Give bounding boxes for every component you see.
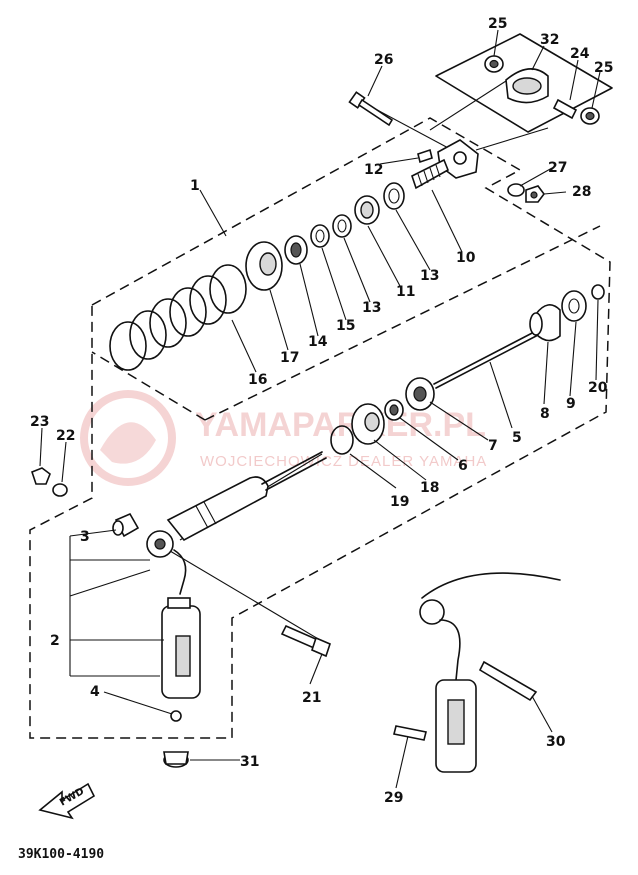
part-4-screw (170, 710, 182, 722)
part-22-washer (52, 483, 68, 497)
label-part-5: 5 (512, 430, 522, 446)
part-5-rod (433, 329, 541, 389)
label-part-9: 9 (566, 396, 576, 412)
label-part-13b: 13 (362, 300, 381, 316)
part-30-band (478, 660, 538, 702)
shock-body (146, 451, 327, 595)
label-part-27: 27 (548, 160, 567, 176)
label-part-19: 19 (390, 494, 409, 510)
label-part-15: 15 (336, 318, 355, 334)
label-part-4: 4 (90, 684, 100, 700)
part-13-ring-upper (383, 182, 405, 210)
part-29-pad (393, 725, 427, 741)
part-20-nut (591, 284, 605, 300)
label-part-1: 1 (190, 178, 200, 194)
part-26-bolt (348, 91, 394, 127)
label-part-11: 11 (396, 284, 415, 300)
label-part-25a: 25 (488, 16, 507, 32)
part-16-spring (109, 264, 247, 371)
label-part-21: 21 (302, 690, 321, 706)
part-19-o-ring (330, 425, 354, 455)
label-part-30: 30 (546, 734, 566, 750)
part-25-collars (484, 55, 600, 125)
label-part-12: 12 (364, 162, 383, 178)
guide-lines (164, 71, 549, 641)
assembly-outline (29, 117, 611, 739)
watermark-title: YAMAPARKER.PL (195, 406, 486, 444)
part-32-bracket (505, 68, 549, 104)
fwd-arrow-icon: FWD (38, 782, 96, 820)
part-18-seal (351, 403, 385, 445)
part-17-spring-seat (245, 241, 283, 291)
label-part-32: 32 (540, 32, 559, 48)
label-part-23: 23 (30, 414, 49, 430)
part-13-ring-lower (332, 214, 352, 238)
part-8-bump-stop (529, 304, 561, 342)
label-part-24: 24 (570, 46, 590, 62)
label-part-25b: 25 (594, 60, 613, 76)
part-2-reservoir (161, 597, 201, 699)
label-part-17: 17 (280, 350, 299, 366)
part-15-ring (310, 224, 330, 248)
label-part-13a: 13 (420, 268, 439, 284)
label-part-29: 29 (384, 790, 403, 806)
label-part-31: 31 (240, 754, 259, 770)
label-part-2: 2 (50, 633, 60, 649)
part-7-piston (405, 377, 435, 411)
part-24-bushing (552, 98, 578, 120)
part-10-upper-mount (411, 139, 479, 190)
watermark-subtitle: WOJCIECHOWICZ DEALER YAMAHA (200, 453, 487, 470)
part-23-nut (31, 467, 51, 485)
part-labels: 1 2 3 4 5 6 7 8 9 10 11 12 13 13 14 15 1… (30, 16, 613, 806)
label-part-22: 22 (56, 428, 75, 444)
part-21-bolt (280, 624, 331, 658)
part-9-washer (561, 290, 587, 322)
leader-lines (39, 29, 601, 789)
watermark: YAMAPARKER.PL WOJCIECHOWICZ DEALER YAMAH… (80, 390, 487, 486)
label-part-18: 18 (420, 480, 439, 496)
label-part-6: 6 (458, 458, 468, 474)
label-part-16: 16 (248, 372, 267, 388)
part-12-pin (417, 148, 433, 164)
part-27-washer (507, 183, 525, 197)
label-part-3: 3 (80, 529, 90, 545)
part-31-cap (163, 751, 189, 768)
part-11-locknut (354, 195, 380, 225)
part-6-ring (384, 399, 404, 421)
detail-reservoir (419, 572, 561, 773)
label-part-8: 8 (540, 406, 550, 422)
part-14-bushing (284, 235, 308, 265)
part-28-nut (525, 185, 545, 203)
part-3-bushing (112, 512, 140, 538)
upper-bracket-box (435, 33, 613, 133)
label-part-7: 7 (488, 438, 498, 454)
label-part-20: 20 (588, 380, 608, 396)
label-part-26: 26 (374, 52, 393, 68)
label-part-14: 14 (308, 334, 328, 350)
label-part-28: 28 (572, 184, 591, 200)
drawing-code: 39K100-4190 (18, 847, 104, 862)
label-part-10: 10 (456, 250, 476, 266)
